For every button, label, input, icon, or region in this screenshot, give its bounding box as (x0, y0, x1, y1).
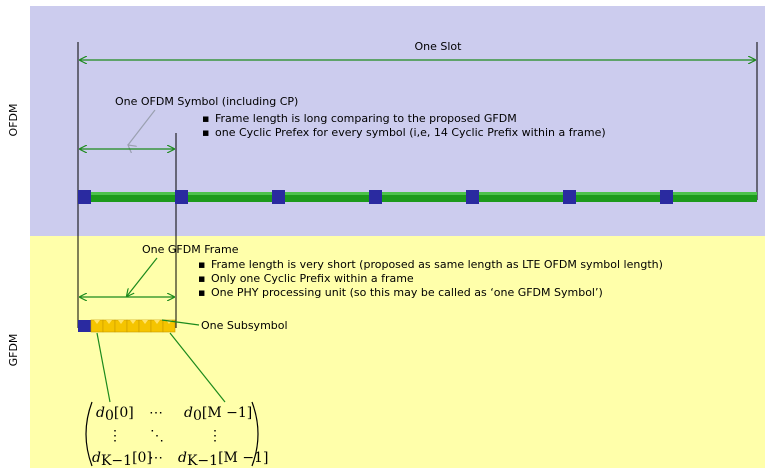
ofdm-section-label: OFDM (7, 104, 20, 137)
matrix-ddots: ⋱ (150, 428, 164, 444)
matrix-vdots-left: ⋮ (108, 428, 122, 444)
gfdm-section-background (30, 236, 765, 468)
subsymbol-block-notch (106, 320, 112, 324)
subsymbol-block-notch (154, 320, 160, 324)
matrix-entry-d0-0: d0[0] (96, 405, 134, 424)
one-subsymbol-label: One Subsymbol (201, 319, 288, 332)
gfdm-bullet-3: One PHY processing unit (so this may be … (211, 286, 603, 299)
cyclic-prefix-block (272, 190, 285, 204)
cyclic-prefix-block (78, 190, 91, 204)
gfdm-frame-label: One GFDM Frame (142, 243, 239, 256)
one-slot-label: One Slot (415, 40, 463, 53)
matrix-connector-left (96, 332, 111, 403)
subsymbol-block-notch (94, 320, 100, 324)
gfdm-frame-pointer (127, 257, 158, 296)
gfdm-section-label: GFDM (7, 334, 20, 367)
ofdm-frame-bar-highlight (78, 192, 757, 195)
cyclic-prefix-block (175, 190, 188, 204)
matrix-vdots-right: ⋮ (208, 428, 222, 444)
ofdm-symbol-pointer (128, 109, 156, 145)
ofdm-bullet-1: Frame length is long comparing to the pr… (215, 112, 517, 125)
ofdm-bullet-dot: ▪ (202, 112, 209, 125)
subsymbol-block-notch (130, 320, 136, 324)
matrix-entry-dK-1-M-1: dK−1[M −1] (178, 450, 268, 469)
matrix-entry-dK-1-0: dK−1[0] (92, 450, 152, 469)
matrix-right-bracket (251, 401, 259, 467)
gfdm-subsymbol-blocks (90, 319, 176, 333)
subsymbol-block-notch (118, 320, 124, 324)
matrix-entry-d0-M-1: d0[M −1] (184, 405, 252, 424)
cyclic-prefix-block (466, 190, 479, 204)
subsymbol-block-notch (142, 320, 148, 324)
cyclic-prefix-block (369, 190, 382, 204)
ofdm-cyclic-prefix-blocks (78, 190, 673, 204)
ofdm-symbol-label: One OFDM Symbol (including CP) (115, 95, 298, 108)
gfdm-bullet-1: Frame length is very short (proposed as … (211, 258, 663, 271)
cyclic-prefix-block (660, 190, 673, 204)
one-subsymbol-pointer (161, 319, 200, 326)
matrix-hdots-top: ⋯ (149, 405, 163, 421)
gfdm-cyclic-prefix-block (78, 320, 91, 332)
gfdm-bullet-dot: ▪ (198, 286, 205, 299)
gfdm-bullet-dot: ▪ (198, 272, 205, 285)
matrix-connector-right (169, 332, 226, 403)
gfdm-bullet-dot: ▪ (198, 258, 205, 271)
cyclic-prefix-block (563, 190, 576, 204)
ofdm-frame-bar (78, 192, 757, 202)
matrix-left-bracket (85, 401, 93, 467)
ofdm-bullet-dot: ▪ (202, 126, 209, 139)
matrix-hdots-bottom: ⋯ (149, 450, 163, 466)
ofdm-bullet-2: one Cyclic Prefex for every symbol (i,e,… (215, 126, 606, 139)
gfdm-bullet-2: Only one Cyclic Prefix within a frame (211, 272, 414, 285)
